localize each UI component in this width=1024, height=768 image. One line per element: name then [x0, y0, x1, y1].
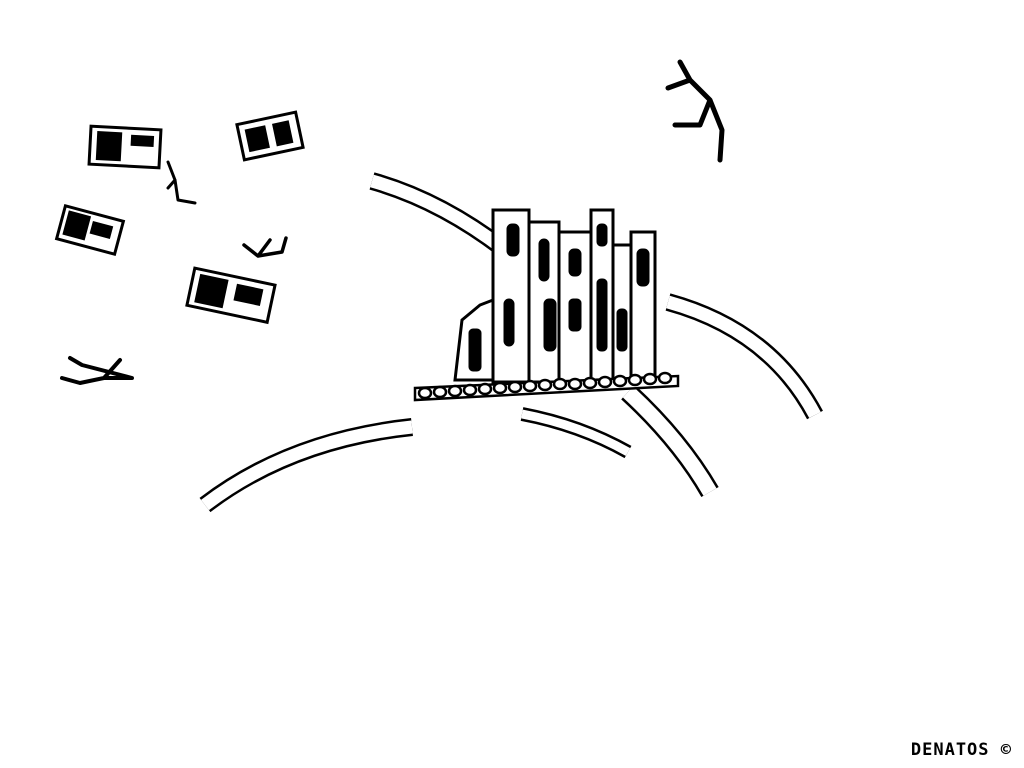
- banknotes: [54, 110, 305, 325]
- banknote: [87, 124, 163, 170]
- figure: [242, 236, 288, 258]
- figure: [60, 356, 134, 385]
- arc-right: [665, 293, 823, 420]
- figure: [166, 160, 197, 205]
- arc-small: [520, 407, 632, 459]
- figure: [665, 59, 725, 163]
- banknote: [235, 110, 305, 162]
- arc-top-left: [369, 172, 511, 258]
- arc-leg: [621, 384, 719, 498]
- banknote: [185, 266, 277, 325]
- arc-bottom-left: [199, 418, 413, 513]
- artist-signature: DENATOS ©: [910, 740, 1012, 760]
- platform: [413, 371, 680, 402]
- falling-figures: [60, 59, 725, 385]
- banknote: [54, 203, 126, 257]
